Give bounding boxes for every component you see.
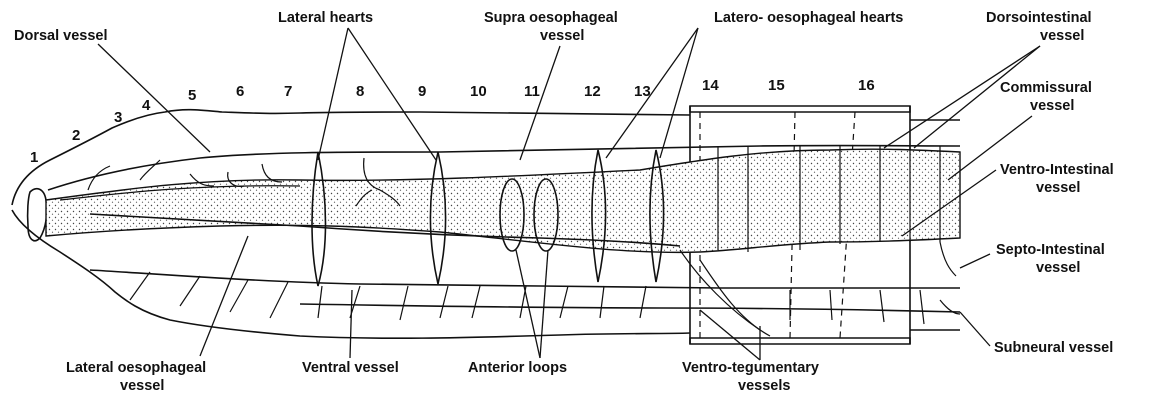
label-commissural-2: vessel — [1030, 98, 1074, 114]
label-septo-intestinal: Septo-Intestinal — [996, 242, 1105, 258]
segment-number: 12 — [584, 83, 601, 100]
segment-number: 10 — [470, 83, 487, 100]
segment-number: 8 — [356, 83, 364, 100]
label-lateral-oesophageal: Lateral oesophageal — [66, 360, 206, 376]
label-ventro-tegumentary: Ventro-tegumentary — [682, 360, 819, 376]
segment-number: 4 — [142, 97, 151, 114]
label-latero-oesophageal-hearts: Latero- oesophageal hearts — [714, 10, 903, 26]
label-supra-oesophageal-2: vessel — [540, 28, 584, 44]
ventral-vessel — [90, 270, 960, 288]
subneural-vessel — [300, 304, 960, 312]
label-ventro-intestinal-2: vessel — [1036, 180, 1080, 196]
label-septo-intestinal-2: vessel — [1036, 260, 1080, 276]
label-dorsointestinal: Dorsointestinal — [986, 10, 1092, 26]
label-subneural: Subneural vessel — [994, 340, 1113, 356]
segment-number: 5 — [188, 87, 196, 104]
segment-number: 15 — [768, 77, 785, 94]
label-dorsal-vessel: Dorsal vessel — [14, 28, 108, 44]
label-supra-oesophageal: Supra oesophageal — [484, 10, 618, 26]
label-ventro-intestinal: Ventro-Intestinal — [1000, 162, 1114, 178]
segment-number: 6 — [236, 83, 244, 100]
label-anterior-loops: Anterior loops — [468, 360, 567, 376]
label-lateral-oesophageal-2: vessel — [120, 378, 164, 394]
label-lateral-hearts: Lateral hearts — [278, 10, 373, 26]
segment-number: 1 — [30, 149, 38, 166]
segment-number: 2 — [72, 127, 80, 144]
segment-number: 14 — [702, 77, 719, 94]
segment-number: 16 — [858, 77, 875, 94]
segment-number: 11 — [524, 83, 540, 100]
label-dorsointestinal-2: vessel — [1040, 28, 1084, 44]
segment-number: 3 — [114, 109, 122, 126]
label-ventral-vessel: Ventral vessel — [302, 360, 399, 376]
segment-number: 9 — [418, 83, 426, 100]
segment-number: 7 — [284, 83, 292, 100]
label-ventro-tegumentary-2: vessels — [738, 378, 790, 394]
label-commissural: Commissural — [1000, 80, 1092, 96]
